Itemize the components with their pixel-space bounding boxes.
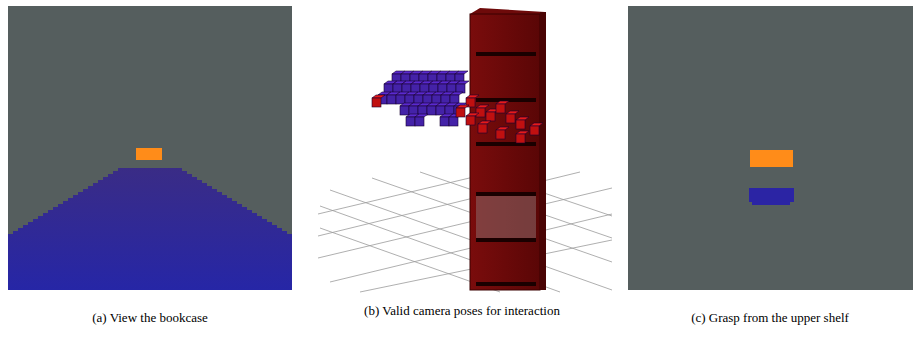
subfigure-caption: (a) View the bookcase	[92, 310, 208, 326]
floor	[8, 168, 292, 290]
subfigure-caption: (b) Valid camera poses for interaction	[364, 303, 560, 319]
subfigure-caption: (c) Grasp from the upper shelf	[691, 310, 849, 326]
target-object	[750, 150, 793, 167]
target-object	[136, 148, 162, 160]
ground-grid	[318, 166, 612, 292]
camera-poses	[372, 71, 543, 143]
panel-c-ground	[628, 6, 913, 290]
bookcase	[470, 8, 546, 290]
shelf-edge	[752, 202, 790, 205]
shelf-edge	[749, 188, 794, 202]
panel-a-ground	[8, 6, 292, 290]
